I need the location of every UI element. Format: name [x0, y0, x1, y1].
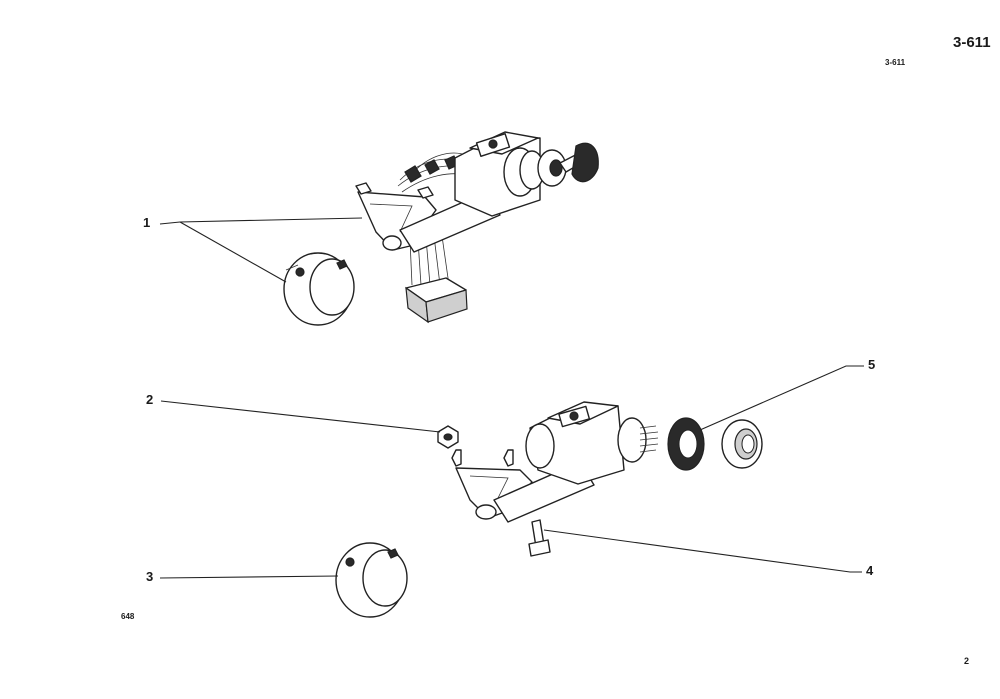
sealing-ring	[667, 417, 705, 471]
leader-lines	[159, 217, 864, 579]
lock-housing	[454, 131, 567, 217]
lock-bezel	[721, 419, 763, 469]
leader-line-3	[159, 575, 339, 579]
switch-body-assembly	[335, 401, 763, 618]
ignition-key	[559, 142, 599, 183]
leader-line-4	[543, 529, 862, 573]
drawing-code: 648	[121, 612, 135, 621]
leader-line-1a	[159, 217, 363, 225]
leader-line-1b	[179, 221, 287, 283]
clamp-ring-upper	[283, 252, 355, 326]
callout-5: 5	[868, 357, 876, 372]
nut	[437, 425, 459, 449]
clamp-ring-lower	[335, 542, 408, 618]
screw	[528, 519, 551, 557]
lower-lock-housing	[525, 401, 659, 485]
callout-2: 2	[146, 392, 154, 407]
callout-1: 1	[143, 215, 151, 230]
sheet-number: 2	[964, 656, 970, 666]
connector-block	[405, 277, 468, 324]
ignition-lock-assembly	[283, 131, 599, 326]
callout-3: 3	[146, 569, 154, 584]
page-number-small: 3-611	[885, 58, 906, 67]
callout-4: 4	[866, 563, 874, 578]
page-number: 3-611	[953, 34, 991, 51]
leader-line-5	[699, 365, 864, 431]
leader-line-2	[160, 400, 441, 433]
